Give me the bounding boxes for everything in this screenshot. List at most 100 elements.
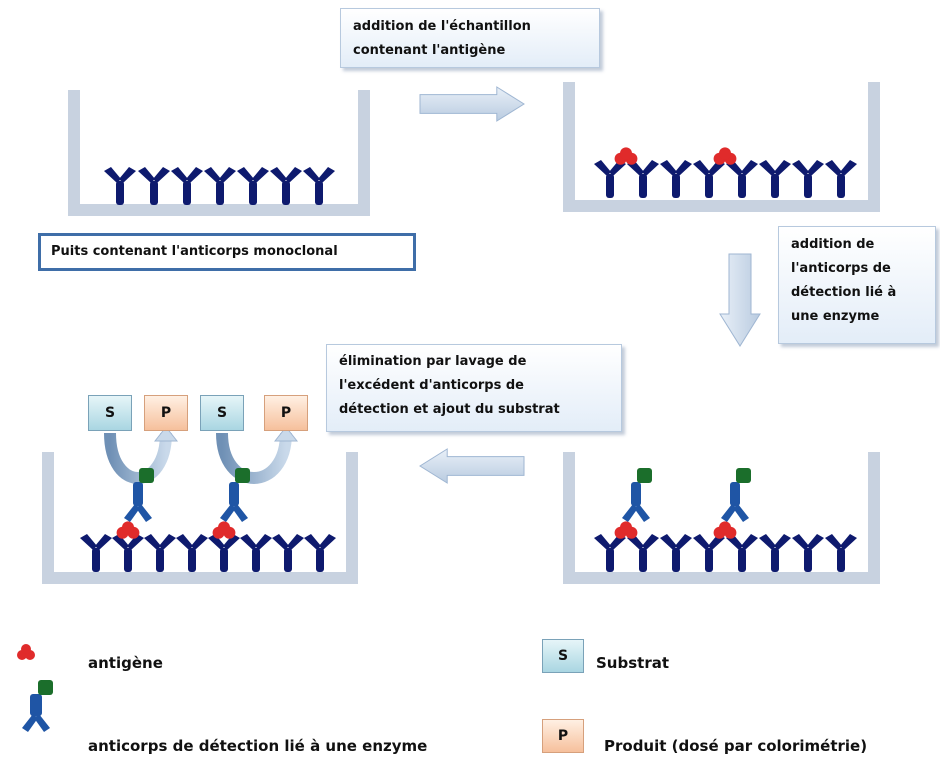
antibody-arm-left: [171, 167, 188, 183]
antibody-arm-right: [741, 534, 758, 550]
detection-stem: [229, 482, 239, 506]
detection-antibody: [622, 468, 652, 522]
antibody-arm-right: [255, 534, 272, 550]
antibody-arm-left: [693, 534, 710, 550]
antibody-arm-left: [144, 534, 161, 550]
legend-antigen-label: antigène: [88, 654, 163, 672]
antibody-arm-left: [792, 534, 809, 550]
capture-antibody: [204, 167, 236, 205]
antibody-stem: [252, 548, 260, 572]
reaction-curves: [104, 426, 299, 484]
enzyme-icon: [139, 468, 154, 483]
product-badge: P: [264, 395, 308, 431]
antibody-arm-left: [270, 167, 287, 183]
antibody-stem: [316, 548, 324, 572]
step2-label-box: addition de l'échantillon contenant l'an…: [340, 8, 600, 68]
antibody-arm-right: [675, 160, 692, 176]
curved-arrow-icon: [104, 426, 179, 484]
antibody-arm-left: [272, 534, 289, 550]
capture-antibody: [208, 534, 240, 572]
antibody-stem: [804, 548, 812, 572]
detection-stem: [730, 482, 740, 506]
detection-stem: [30, 694, 42, 716]
antibody-arm-right: [252, 167, 269, 183]
antibody-arm-right: [840, 160, 857, 176]
antibody-stem: [92, 548, 100, 572]
capture-antibody: [825, 534, 857, 572]
antibody-arm-left: [112, 534, 129, 550]
well-floor: [42, 572, 358, 584]
antibody-arm-left: [208, 534, 225, 550]
well: [563, 452, 880, 584]
well-wall-left: [563, 452, 575, 584]
well-wall-left: [563, 82, 575, 212]
antibody-arm-left: [660, 534, 677, 550]
well-wall-right: [358, 90, 370, 216]
antigen: [212, 521, 236, 539]
capture-antibody: [237, 167, 269, 205]
well: [42, 452, 358, 584]
legend-substrate-icon: S: [542, 639, 584, 673]
antibody-arm-left: [759, 160, 776, 176]
antibody-stem: [639, 548, 647, 572]
antibody-arm-right: [807, 534, 824, 550]
antibody-stem: [188, 548, 196, 572]
curved-arrow-icon: [216, 426, 299, 484]
antibody-arm-left: [825, 534, 842, 550]
curved-arrow-body: [104, 432, 172, 484]
arrow-down-icon: [719, 253, 761, 347]
antibody-arm-right: [318, 167, 335, 183]
antibody-arm-left: [594, 160, 611, 176]
arrow-left-icon: [419, 448, 525, 484]
antibody-stem: [282, 181, 290, 205]
antibody-arm-right: [642, 534, 659, 550]
capture-antibody: [792, 160, 824, 198]
well-floor: [68, 204, 370, 216]
capture-antibody: [303, 167, 335, 205]
antibody-arm-left: [594, 534, 611, 550]
detection-arm-right: [232, 504, 248, 522]
antibody-arm-left: [792, 160, 809, 176]
detection-stem: [631, 482, 641, 506]
step4-label-box: élimination par lavage de l'excédent d'a…: [326, 344, 622, 432]
antibody-arm-right: [223, 534, 240, 550]
enzyme-icon: [235, 468, 250, 483]
antibody-stem: [672, 548, 680, 572]
detection-stem: [133, 482, 143, 506]
capture-antibody: [792, 534, 824, 572]
well: [68, 90, 370, 216]
step3-label-line: addition de: [791, 237, 875, 252]
antibody-stem: [705, 548, 713, 572]
antibody-stem: [837, 174, 845, 198]
capture-antibody: [726, 160, 758, 198]
antigen-lobe: [218, 521, 230, 534]
antibody-arm-left: [237, 167, 254, 183]
step4-label-line: élimination par lavage de: [339, 354, 527, 369]
step1-label: Puits contenant l'anticorps monoclonal: [51, 244, 338, 259]
antibody-arm-right: [807, 160, 824, 176]
capture-antibody: [240, 534, 272, 572]
antigen-lobe: [719, 147, 731, 160]
antibody-arm-left: [240, 534, 257, 550]
enzyme-icon: [736, 468, 751, 483]
antigen: [614, 521, 638, 539]
antibody-arm-left: [660, 160, 677, 176]
capture-antibody: [660, 160, 692, 198]
antibody-arm-right: [119, 167, 136, 183]
legend-substrate-label: Substrat: [596, 654, 670, 672]
antibody-arm-left: [759, 534, 776, 550]
substrate-badge: S: [88, 395, 132, 431]
antibody-stem: [116, 181, 124, 205]
capture-antibody: [176, 534, 208, 572]
well-floor: [563, 200, 880, 212]
well-wall-right: [868, 82, 880, 212]
capture-antibody: [825, 160, 857, 198]
antigen-lobe: [21, 644, 31, 654]
antibody-arm-left: [304, 534, 321, 550]
capture-antibody: [80, 534, 112, 572]
antigen-lobe: [719, 521, 731, 534]
well-wall-right: [868, 452, 880, 584]
well-wall-left: [68, 90, 80, 216]
capture-antibody: [594, 534, 626, 572]
antibody-arm-right: [159, 534, 176, 550]
